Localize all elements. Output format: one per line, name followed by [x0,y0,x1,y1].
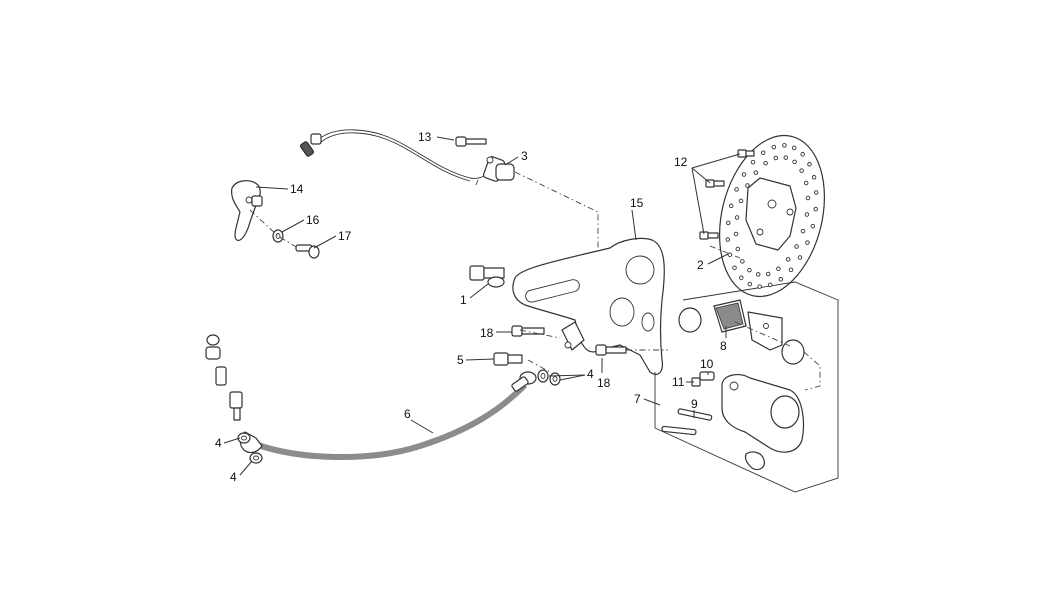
pin-17 [295,244,320,259]
banjo-bolt-5 [493,352,523,366]
disc-hole [800,228,806,234]
hose-end-fitting [205,334,243,421]
callout-17: 17 [338,229,352,243]
pad-pin-9 [661,408,713,436]
disc-hole [760,150,766,155]
bolt-1 [469,265,505,288]
callout-18-a: 18 [480,326,494,340]
disc-hole [773,155,779,161]
disc-hole [807,162,812,167]
disc-hole [797,255,803,260]
alignment-lines [249,171,821,391]
disc-hole [753,170,759,175]
callout-8: 8 [720,339,727,353]
disc-hole [799,168,804,173]
disc-hole [792,159,797,165]
disc-hole [767,282,773,288]
callout-18-b: 18 [597,376,611,390]
callout-13: 13 [418,130,432,144]
callout-10: 10 [700,357,714,371]
disc-hole [813,190,819,195]
disc-hole [741,172,747,177]
disc-hole [728,203,734,209]
bleeder-screw-10 [699,371,715,381]
callout-3: 3 [521,149,528,163]
callout-12: 12 [674,155,688,169]
disc-hole [739,275,744,280]
disc-hole [805,240,810,245]
bolt-18-b [595,344,627,356]
disc-hole [803,180,809,186]
disc-ventilation-holes [725,143,819,289]
disc-hole [791,145,797,151]
disc-hole [750,159,756,165]
callout-6: 6 [404,407,411,421]
leader-lines [223,136,741,476]
disc-hole [747,267,752,273]
bolt-18-a [511,325,545,337]
disc-hole [725,237,731,242]
brake-hose-6 [239,371,537,460]
caliper-bracket-15 [512,237,665,375]
disc-hole [755,272,761,277]
disc-hole [776,266,781,272]
callout-1: 1 [460,293,467,307]
callout-7: 7 [634,392,641,406]
disc-hole [740,259,745,264]
callout-9: 9 [691,397,698,411]
callout-15: 15 [630,196,644,210]
disc-hole [771,144,777,150]
disc-hole [782,143,787,148]
disc-hole [788,267,794,273]
callout-2: 2 [697,258,704,272]
disc-hole [804,212,810,217]
callout-labels: 13 3 14 16 17 15 12 2 1 18 8 5 10 4 11 1… [215,130,727,484]
disc-hole [765,271,771,277]
disc-hole [747,281,753,287]
washers-4-right [537,369,561,386]
lever-14 [231,180,263,241]
disc-hole [757,284,762,289]
callout-14: 14 [290,182,304,196]
disc-hole [805,195,811,201]
disc-hole [734,215,740,220]
disc-hole [726,220,731,226]
disc-hole [785,257,791,262]
disc-hole [733,231,739,237]
caliper-kit-outline [654,281,839,493]
callout-5: 5 [457,353,464,367]
disc-hole [778,277,784,282]
disc-hole [745,183,750,188]
disc-hole [738,198,744,204]
callout-4-right: 4 [587,367,594,381]
disc-hole [734,187,739,192]
callout-4-left-upper: 4 [215,436,222,450]
callout-4-left-lower: 4 [230,470,237,484]
bolt-13 [455,136,487,147]
disc-hole [794,244,799,249]
sensor-cable [299,129,515,182]
brake-pads-8 [678,299,805,365]
callout-11: 11 [672,375,685,389]
disc-hole [735,246,741,252]
callout-16: 16 [306,213,320,227]
washers-4-left [237,432,263,464]
washer-16 [272,229,284,243]
disc-hole [810,223,816,229]
caliper-body-7 [721,374,805,471]
disc-hole [763,160,768,166]
disc-hole [811,175,817,180]
disc-hole [783,155,789,160]
brake-disc-2 [718,134,826,298]
disc-hole [800,152,805,157]
disc-hole [727,252,733,257]
disc-hole [813,206,818,212]
disc-hole [732,265,737,270]
